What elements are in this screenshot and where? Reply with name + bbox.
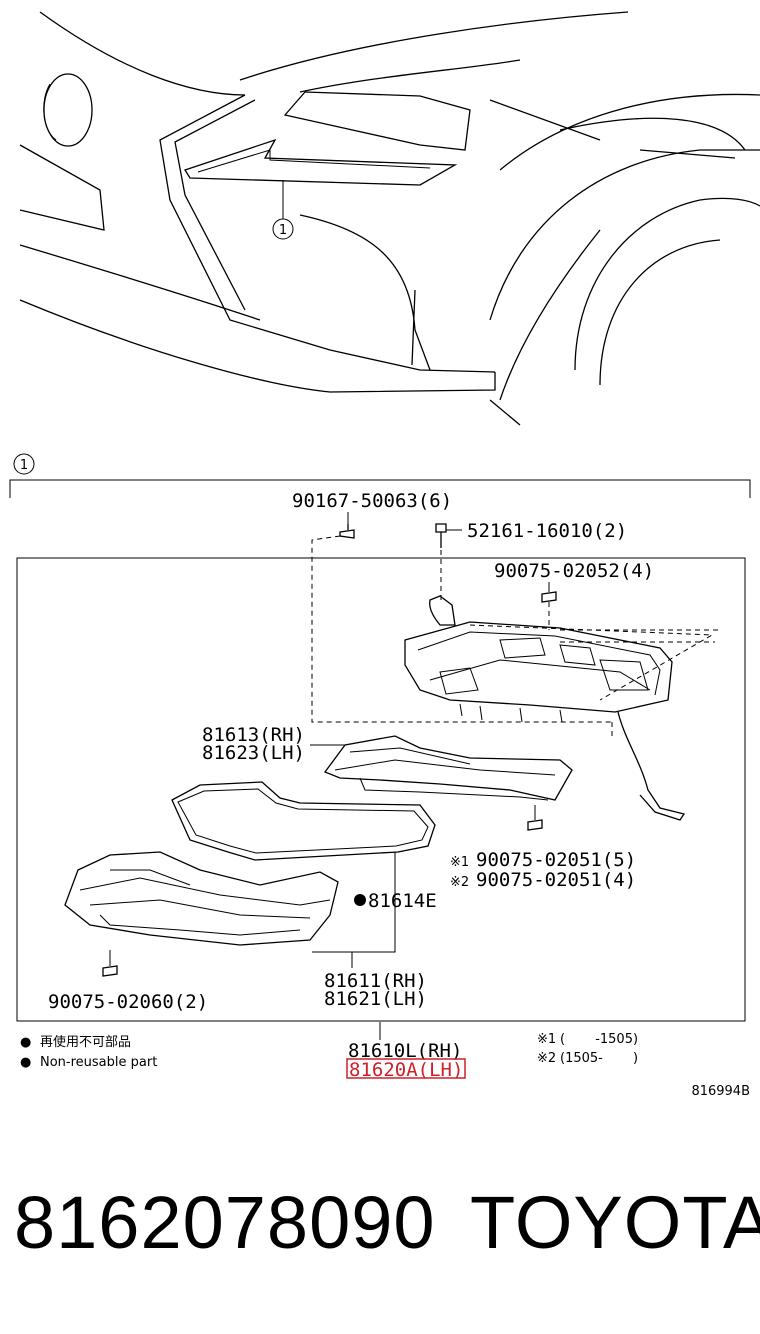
note-mark-2: ※2 <box>450 875 469 890</box>
brand-name: TOYOTA <box>470 1181 760 1264</box>
label-lens-lh: 81623(LH) <box>202 742 305 764</box>
rear-housing <box>404 595 686 821</box>
unit-leader <box>312 852 396 953</box>
figure-code: 816994B <box>691 1084 750 1099</box>
legend-symbol-en: ● <box>20 1055 31 1070</box>
note-range-2: (1505- ) <box>560 1051 638 1066</box>
gasket <box>171 781 436 861</box>
label-screw-note2: 90075-02051(4) <box>476 869 636 891</box>
assembly-path <box>311 535 612 723</box>
assembly-frame <box>16 557 746 1022</box>
screw-housing-icon <box>541 582 557 603</box>
car-front-illustration <box>19 11 760 426</box>
bolt-top-icon <box>435 523 462 548</box>
label-unit-rh: 81611(RH) <box>324 970 427 992</box>
callout-marker: 1 <box>279 223 287 238</box>
label-bolt-top: 52161-16010(2) <box>467 520 627 542</box>
screw-bottom-icon <box>102 950 118 977</box>
legend-jp: 再使用不可部品 <box>40 1034 131 1050</box>
non-reusable-dot-icon <box>354 894 366 906</box>
label-lens-rh: 81613(RH) <box>202 724 305 746</box>
part-number: 8162078090 <box>14 1181 436 1264</box>
section-bracket <box>9 479 751 498</box>
label-assy-rh: 81610L(RH) <box>348 1040 462 1062</box>
label-screw-note1: 90075-02051(5) <box>476 849 636 871</box>
section-marker: 1 <box>20 458 28 473</box>
note-mark-1b: ※1 <box>537 1032 556 1047</box>
label-assy-lh: 81620A(LH) <box>349 1059 463 1081</box>
highlight-box <box>346 1058 466 1079</box>
legend-en: Non-reusable part <box>40 1055 157 1070</box>
legend-symbol-jp: ● <box>20 1035 31 1050</box>
section-marker-circle <box>13 453 35 475</box>
label-screw-top: 90167-50063(6) <box>292 490 452 512</box>
reflector-unit <box>64 851 339 946</box>
screw-lens-icon <box>527 805 543 831</box>
label-unit-lh: 81621(LH) <box>324 988 427 1010</box>
note-range-1: ( -1505) <box>560 1032 638 1047</box>
label-screw-bottom: 90075-02060(2) <box>48 991 208 1013</box>
lens <box>323 735 573 801</box>
screw-top-icon <box>339 512 355 539</box>
note-mark-1: ※1 <box>450 855 469 870</box>
label-gasket: 81614E <box>368 890 437 912</box>
label-screw-housing: 90075-02052(4) <box>494 560 654 582</box>
note-mark-2b: ※2 <box>537 1051 556 1066</box>
